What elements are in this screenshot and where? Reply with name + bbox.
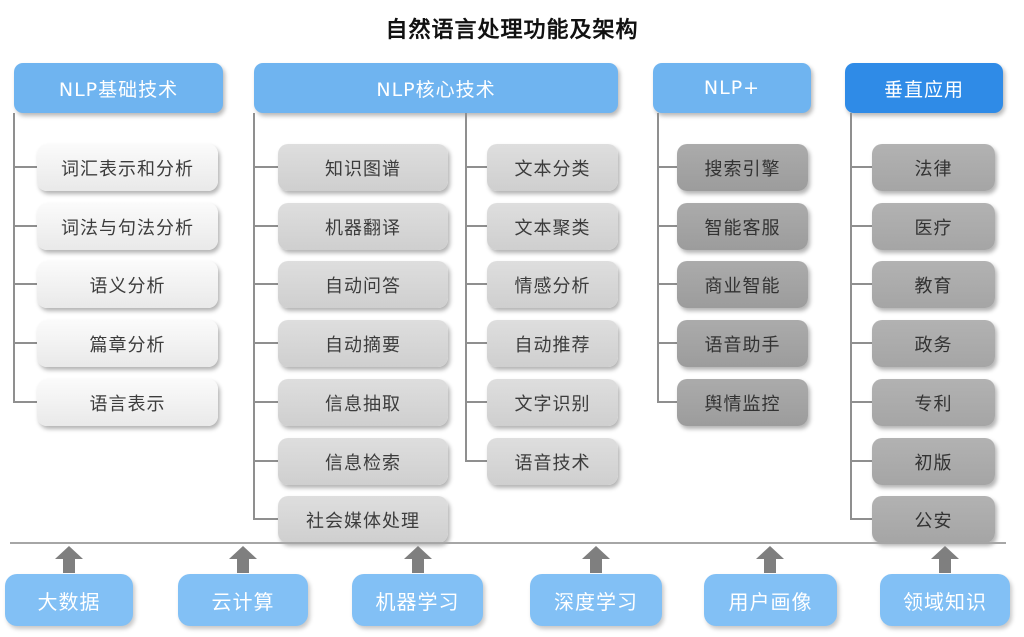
node-box: 篇章分析: [37, 320, 218, 367]
foundation-box: 机器学习: [352, 574, 483, 626]
connector-stub: [850, 166, 872, 168]
node-box: 情感分析: [487, 261, 618, 308]
node-box: 信息检索: [278, 438, 448, 485]
connector-stub: [850, 401, 872, 403]
node-box: 自动问答: [278, 261, 448, 308]
connector-stub: [465, 401, 487, 403]
connector-stub: [253, 460, 278, 462]
node-box: 词法与句法分析: [37, 203, 218, 250]
connector-stub: [253, 225, 278, 227]
connector-stub: [13, 283, 37, 285]
connector-line: [13, 113, 15, 403]
connector-stub: [13, 401, 37, 403]
node-box: 教育: [872, 261, 995, 308]
connector-stub: [850, 283, 872, 285]
up-arrow-icon: [55, 546, 83, 573]
node-box: 专利: [872, 379, 995, 426]
node-box: 语音助手: [677, 320, 808, 367]
connector-stub: [850, 460, 872, 462]
up-arrow-icon: [229, 546, 257, 573]
connector-line: [465, 113, 467, 461]
connector-stub: [465, 225, 487, 227]
node-box: 公安: [872, 496, 995, 543]
connector-stub: [465, 166, 487, 168]
connector-stub: [657, 342, 677, 344]
connector-stub: [657, 166, 677, 168]
header-nlp-core-tech: NLP核心技术: [254, 63, 618, 113]
node-box: 社会媒体处理: [278, 496, 448, 543]
foundation-box: 领域知识: [880, 574, 1010, 626]
node-box: 搜索引擎: [677, 144, 808, 191]
foundation-box: 深度学习: [530, 574, 662, 626]
node-box: 舆情监控: [677, 379, 808, 426]
connector-stub: [657, 283, 677, 285]
connector-stub: [253, 283, 278, 285]
foundation-box: 用户画像: [704, 574, 837, 626]
header-vertical-app: 垂直应用: [845, 63, 1003, 113]
node-box: 机器翻译: [278, 203, 448, 250]
foundation-box: 大数据: [5, 574, 133, 626]
header-nlp-basic-tech: NLP基础技术: [14, 63, 223, 113]
connector-line: [850, 113, 852, 519]
node-box: 自动摘要: [278, 320, 448, 367]
node-box: 词汇表示和分析: [37, 144, 218, 191]
connector-stub: [13, 225, 37, 227]
node-box: 语音技术: [487, 438, 618, 485]
node-box: 文本分类: [487, 144, 618, 191]
node-box: 初版: [872, 438, 995, 485]
node-box: 自动推荐: [487, 320, 618, 367]
up-arrow-icon: [582, 546, 610, 573]
header-nlp-plus: NLP+: [653, 63, 811, 113]
node-box: 医疗: [872, 203, 995, 250]
connector-stub: [657, 401, 677, 403]
connector-stub: [253, 401, 278, 403]
node-box: 语义分析: [37, 261, 218, 308]
connector-line: [253, 113, 255, 519]
up-arrow-icon: [756, 546, 784, 573]
foundation-box: 云计算: [178, 574, 308, 626]
connector-stub: [253, 342, 278, 344]
node-box: 文本聚类: [487, 203, 618, 250]
connector-stub: [253, 166, 278, 168]
diagram-title: 自然语言处理功能及架构: [385, 18, 639, 43]
connector-stub: [850, 342, 872, 344]
connector-line: [657, 113, 659, 402]
connector-stub: [850, 225, 872, 227]
connector-stub: [13, 166, 37, 168]
node-box: 商业智能: [677, 261, 808, 308]
node-box: 知识图谱: [278, 144, 448, 191]
connector-stub: [13, 342, 37, 344]
node-box: 文字识别: [487, 379, 618, 426]
node-box: 政务: [872, 320, 995, 367]
connector-stub: [850, 518, 872, 520]
node-box: 语言表示: [37, 379, 218, 426]
foundation-baseline: [10, 542, 1006, 544]
connector-stub: [253, 518, 278, 520]
up-arrow-icon: [931, 546, 959, 573]
node-box: 法律: [872, 144, 995, 191]
connector-stub: [657, 225, 677, 227]
connector-stub: [465, 283, 487, 285]
connector-stub: [465, 342, 487, 344]
node-box: 智能客服: [677, 203, 808, 250]
connector-stub: [465, 460, 487, 462]
up-arrow-icon: [404, 546, 432, 573]
node-box: 信息抽取: [278, 379, 448, 426]
